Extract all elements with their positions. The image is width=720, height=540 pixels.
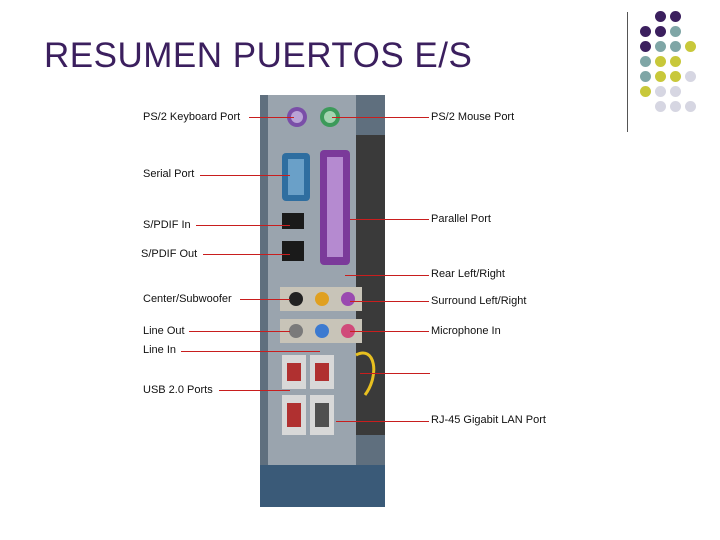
line-out-jack (289, 324, 303, 338)
spdif-out-connector (282, 241, 304, 261)
label-center-subwoofer: Center/Subwoofer (143, 293, 232, 305)
label-spdif-out: S/PDIF Out (141, 248, 197, 260)
decorative-dot (640, 11, 651, 22)
decorative-dot (670, 26, 681, 37)
leader-ps2-mouse (332, 117, 429, 118)
leader-spdif-in (196, 225, 290, 226)
decorative-dot (685, 56, 696, 67)
decorative-dot (640, 26, 651, 37)
decorative-dot (655, 11, 666, 22)
label-ps2-keyboard: PS/2 Keyboard Port (143, 111, 240, 123)
leader-rj45-lan (336, 421, 429, 422)
leader-cable (360, 373, 430, 374)
board-components (356, 135, 385, 435)
decorative-dot (655, 26, 666, 37)
label-serial-port: Serial Port (143, 168, 194, 180)
board-pcb-edge (260, 465, 385, 507)
decorative-dot (685, 26, 696, 37)
decorative-dot-grid (640, 11, 696, 112)
leader-rear-left-right (345, 275, 429, 276)
rear-jack (315, 292, 329, 306)
decorative-dot (655, 86, 666, 97)
label-ps2-mouse: PS/2 Mouse Port (431, 111, 514, 123)
decorative-dot (640, 86, 651, 97)
leader-microphone-in (350, 331, 429, 332)
decorative-dot (670, 11, 681, 22)
decorative-dot (655, 71, 666, 82)
leader-spdif-out (203, 254, 290, 255)
label-surround-left-right: Surround Left/Right (431, 295, 526, 307)
label-rear-left-right: Rear Left/Right (431, 268, 505, 280)
label-microphone-in: Microphone In (431, 325, 501, 337)
decorative-dot (640, 71, 651, 82)
decorative-dot (670, 86, 681, 97)
label-line-in: Line In (143, 344, 176, 356)
decorative-dot (670, 71, 681, 82)
leader-usb-ports (219, 390, 290, 391)
leader-surround-left-right (350, 301, 429, 302)
leader-serial-port (200, 175, 290, 176)
center-subwoofer-jack (289, 292, 303, 306)
decorative-dot (685, 86, 696, 97)
decorative-dot (670, 41, 681, 52)
leader-parallel-port (350, 219, 429, 220)
slide-title: RESUMEN PUERTOS E/S (44, 36, 472, 76)
label-line-out: Line Out (143, 325, 185, 337)
leader-ps2-keyboard (249, 117, 294, 118)
label-spdif-in: S/PDIF In (143, 219, 191, 231)
decorative-dot (685, 101, 696, 112)
decorative-dot (640, 41, 651, 52)
decorative-dot (640, 101, 651, 112)
decorative-dot (685, 71, 696, 82)
leader-line-out (189, 331, 290, 332)
decorative-dot (655, 56, 666, 67)
decorative-dot (655, 41, 666, 52)
line-in-jack (315, 324, 329, 338)
label-parallel-port: Parallel Port (431, 213, 491, 225)
decorative-dot (685, 11, 696, 22)
leader-line-in (181, 351, 320, 352)
decorative-dot (670, 56, 681, 67)
divider-line (627, 12, 628, 132)
label-usb-ports: USB 2.0 Ports (143, 384, 213, 396)
decorative-dot (685, 41, 696, 52)
label-rj45-lan: RJ-45 Gigabit LAN Port (431, 414, 546, 426)
decorative-dot (640, 56, 651, 67)
decorative-dot (670, 101, 681, 112)
leader-center-subwoofer (240, 299, 290, 300)
decorative-dot (655, 101, 666, 112)
surround-jack (341, 292, 355, 306)
spdif-in-connector (282, 213, 304, 229)
